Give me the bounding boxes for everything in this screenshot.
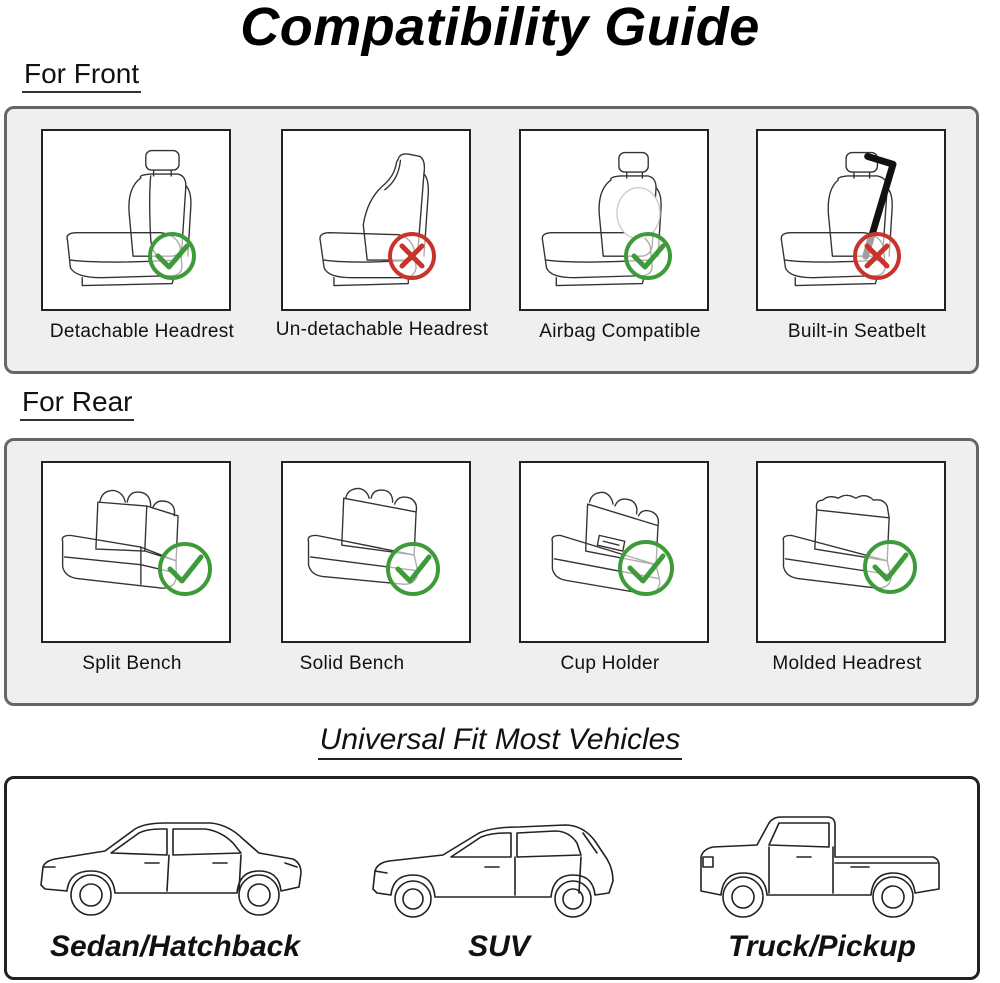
green-check-circle-icon bbox=[383, 539, 443, 599]
red-x-circle-icon bbox=[850, 229, 904, 283]
vehicles-heading: Universal Fit Most Vehicles bbox=[0, 722, 1000, 760]
red-x-circle-icon bbox=[385, 229, 439, 283]
green-check-circle-icon bbox=[145, 229, 199, 283]
sedan-car-icon bbox=[40, 822, 302, 916]
vehicle-item-sedan: Sedan/Hatchback bbox=[35, 779, 315, 979]
pickup-truck-icon bbox=[700, 816, 940, 918]
front-heading: For Front bbox=[22, 58, 142, 93]
front-seat-panel: Detachable Headrest Un-detachable Headre… bbox=[4, 106, 979, 374]
built-in-seatbelt-label: Built-in Seatbelt bbox=[787, 321, 927, 342]
split-bench-label: Split Bench bbox=[82, 653, 182, 674]
built-in-seatbelt-seat-illustration bbox=[756, 129, 946, 311]
vehicle-item-truck: Truck/Pickup bbox=[697, 779, 947, 979]
detachable-headrest-seat-illustration bbox=[41, 129, 231, 311]
page-title: Compatibility Guide bbox=[240, 0, 760, 57]
green-check-circle-icon bbox=[155, 539, 215, 599]
cup-holder-label: Cup Holder bbox=[560, 653, 660, 674]
rear-heading: For Rear bbox=[20, 386, 135, 421]
green-check-circle-icon bbox=[615, 537, 677, 599]
detachable-headrest-label: Detachable Headrest bbox=[49, 321, 235, 342]
molded-headrest-label: Molded Headrest bbox=[772, 653, 922, 674]
molded-headrest-seat-illustration bbox=[756, 461, 946, 643]
cup-holder-seat-illustration bbox=[519, 461, 709, 643]
truck-pickup-label: Truck/Pickup bbox=[728, 930, 916, 963]
vehicle-item-suv: SUV bbox=[369, 779, 629, 979]
suv-label: SUV bbox=[468, 930, 530, 963]
solid-bench-label: Solid Bench bbox=[299, 653, 405, 674]
airbag-compatible-label: Airbag Compatible bbox=[539, 321, 701, 342]
undetachable-headrest-seat-illustration bbox=[281, 129, 471, 311]
sedan-hatchback-label: Sedan/Hatchback bbox=[49, 930, 301, 963]
vehicle-panel: Sedan/Hatchback SUV bbox=[4, 776, 980, 980]
rear-seat-panel: Split Bench Solid Bench bbox=[4, 438, 979, 706]
suv-car-icon bbox=[372, 824, 614, 918]
vehicles-heading-text: Universal Fit Most Vehicles bbox=[317, 722, 683, 760]
airbag-seat-illustration bbox=[519, 129, 709, 311]
solid-bench-seat-illustration bbox=[281, 461, 471, 643]
undetachable-headrest-label: Un-detachable Headrest bbox=[275, 319, 489, 340]
green-check-circle-icon bbox=[860, 537, 920, 597]
green-check-circle-icon bbox=[621, 229, 675, 283]
